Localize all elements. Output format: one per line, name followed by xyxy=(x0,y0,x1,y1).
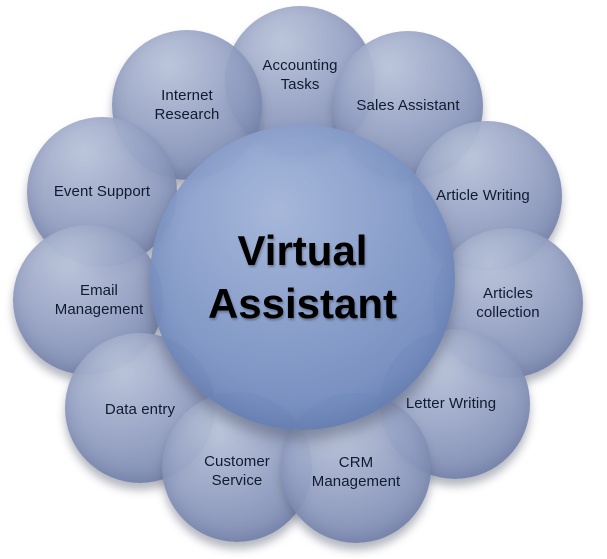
satellite-label: Articles collection xyxy=(476,284,540,322)
satellite-label: Accounting Tasks xyxy=(262,56,338,94)
satellite-label: Customer Service xyxy=(204,452,270,490)
diagram-title: Virtual Assistant xyxy=(207,227,398,327)
satellite-label: Sales Assistant xyxy=(356,97,460,115)
satellite-label: Letter Writing xyxy=(405,395,497,413)
satellite-label: Internet Research xyxy=(154,86,220,124)
satellite-label: Email Management xyxy=(54,281,144,319)
satellite-label: Data entry xyxy=(104,401,176,419)
satellite-label: Article Writing xyxy=(436,187,530,205)
satellite-label: Event Support xyxy=(53,183,151,201)
center-circle: Virtual Assistant xyxy=(150,125,455,430)
satellite-label: CRM Management xyxy=(311,453,401,491)
